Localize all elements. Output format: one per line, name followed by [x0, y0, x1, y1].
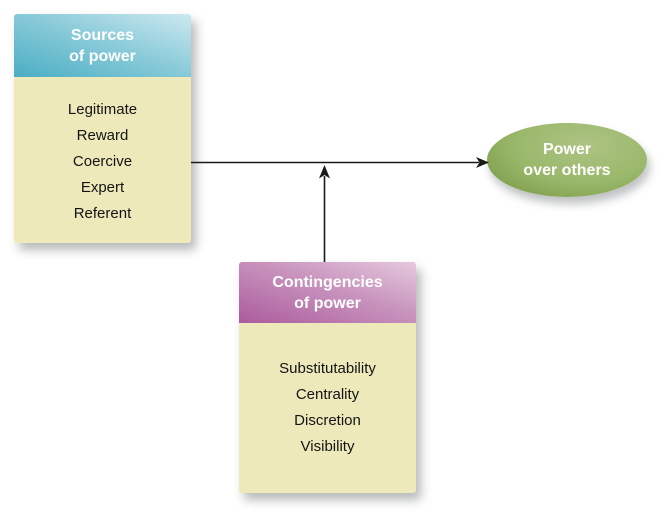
power-ellipse-label-line2: over others — [523, 162, 611, 179]
source-item: Referent — [73, 205, 132, 222]
up-arrowhead-icon — [319, 165, 330, 179]
contingencies-box-list: Substitutability Centrality Discretion V… — [239, 323, 416, 493]
contingency-item: Centrality — [295, 386, 360, 403]
contingency-item: Discretion — [294, 412, 361, 429]
sources-box-title-line1: Sources — [70, 26, 135, 44]
source-item: Legitimate — [67, 101, 138, 118]
power-ellipse-label-line1: Power — [542, 141, 591, 158]
source-item: Reward — [76, 127, 129, 144]
source-item: Coercive — [72, 153, 133, 170]
contingencies-of-power-box: Contingencies of power Substitutability … — [239, 262, 416, 493]
contingency-item: Visibility — [300, 438, 355, 455]
sources-box-header: Sources of power — [14, 14, 191, 77]
arrow-contingencies-to-line — [319, 165, 330, 262]
contingencies-box-title-line1: Contingencies — [272, 273, 383, 291]
contingencies-box-header: Contingencies of power — [239, 262, 416, 323]
sources-box-title-line2: of power — [69, 47, 136, 65]
sources-of-power-box: Sources of power Legitimate Reward Coerc… — [14, 14, 191, 243]
sources-box-list: Legitimate Reward Coercive Expert Refere… — [14, 77, 191, 243]
contingencies-box-title-line2: of power — [294, 294, 361, 312]
source-item: Expert — [80, 179, 125, 196]
arrow-sources-to-power — [191, 157, 489, 168]
contingency-item: Substitutability — [279, 360, 376, 377]
power-over-others-ellipse: Power over others — [487, 123, 647, 197]
